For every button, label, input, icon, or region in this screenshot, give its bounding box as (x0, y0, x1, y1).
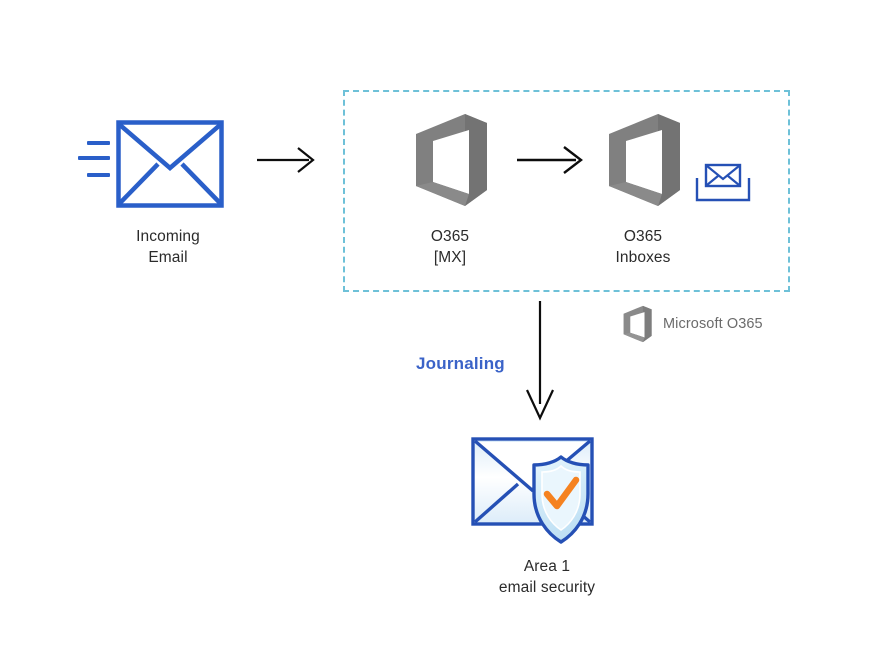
legend-label: Microsoft O365 (663, 316, 763, 332)
label-o365-inboxes: O365 Inboxes (615, 228, 671, 266)
node-o365-mx[interactable] (407, 112, 493, 213)
envelope-icon (116, 120, 224, 208)
label-area1-email-security: Area 1 email security (498, 558, 596, 596)
office365-logo-icon (416, 114, 487, 206)
label-journaling: Journaling (416, 354, 505, 373)
node-area1-email-security[interactable] (470, 434, 630, 553)
legend-microsoft-o365: Microsoft O365 (620, 304, 763, 344)
arrow-right-icon-incoming-to-mx (257, 147, 315, 173)
label-incoming-email: Incoming Email (136, 228, 200, 266)
office365-logo-icon (609, 114, 680, 206)
arrow-down-icon-journaling (526, 301, 554, 421)
speed-lines-icon (78, 120, 112, 192)
arrow-right-icon-mx-to-inboxes (517, 146, 583, 174)
o365-boundary-group (343, 90, 790, 292)
node-o365-inboxes[interactable] (600, 112, 686, 213)
inbox-tray-envelope-icon (695, 163, 751, 202)
office365-logo-icon (623, 305, 652, 343)
envelope-shield-check-icon (471, 437, 594, 544)
label-o365-mx: O365 [MX] (430, 228, 470, 266)
